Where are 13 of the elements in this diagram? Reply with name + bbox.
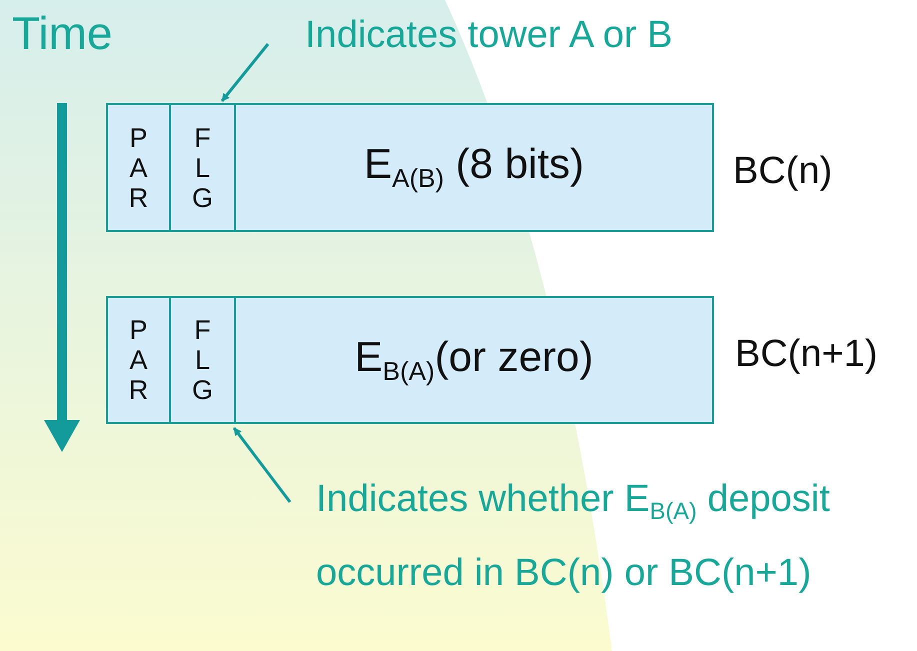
axis-label: Time [12,6,113,60]
bit-field: P A R [106,296,171,424]
leader-arrow [232,427,292,503]
annotation-text: Indicates whether E$_{B(A)}$ deposit occurred in BC(n) or BC(n+1) [316,468,886,604]
bit-field: P A R [106,103,171,232]
bit-field: F L G [169,103,236,232]
data-field: E$_{A(B)}$ (8 bits) [234,103,714,232]
data-field: E$_{B(A)}$(or zero) [234,296,714,424]
leader-arrow [220,43,270,102]
row-label: BC(n) [733,150,832,193]
bit-field: F L G [169,296,236,424]
annotation-text: Indicates tower A or B [305,4,805,66]
row-label: BC(n+1) [735,333,878,376]
